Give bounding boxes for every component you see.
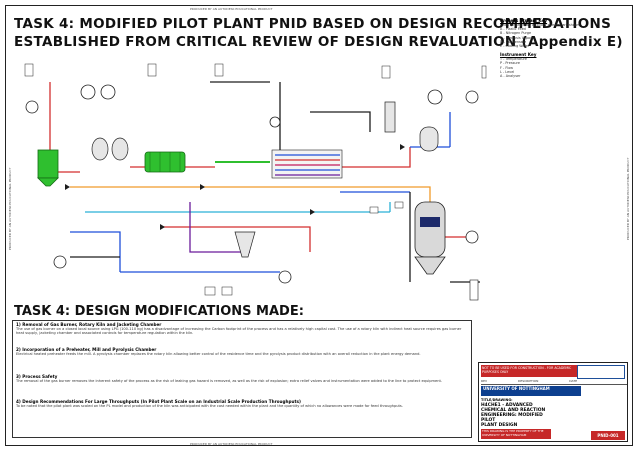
project-label: TITLE/DRAWING:: [481, 398, 513, 402]
legend-item: L - Level: [500, 69, 515, 74]
autodesk-note-top: PRODUCED BY AN AUTODESK EDUCATIONAL PROD…: [190, 7, 273, 11]
modification-heading: 3) Process Safety: [16, 374, 58, 379]
legend-item: E - Cooling Water: [500, 44, 530, 49]
legend-item: A - Analyser: [500, 74, 521, 79]
instrument-tags: [24, 63, 487, 296]
legend-item: A - Plastic Feed: [500, 27, 526, 32]
modification-2: 2) Incorporation of a Preheater, Mill an…: [16, 347, 468, 356]
valves: [65, 144, 405, 230]
pnid-diagram: [24, 63, 487, 301]
cyclone-separator: [234, 231, 256, 258]
modifications-box: [12, 320, 472, 438]
property-note: THIS DRAWING IS THE PROPERTY OF THE UNIV…: [481, 429, 551, 439]
heat-exchanger: [271, 149, 343, 179]
university-name: UNIVERSITY OF NOTTINGHAM: [481, 386, 581, 396]
legend-item: Lines for process / auxiliary streams ar…: [500, 23, 580, 27]
legend-item: T - Temperature: [500, 57, 527, 62]
autodesk-note-bottom: PRODUCED BY AN AUTODESK EDUCATIONAL PROD…: [190, 442, 273, 446]
rev-label: REV: [481, 379, 488, 383]
pyrolysis-chamber: [144, 151, 186, 173]
modification-text: The use of gas burner on a closed local …: [16, 327, 462, 335]
modification-1: 1) Removal of Gas Burner, Rotary Kiln an…: [16, 322, 468, 335]
legend-item: D - Condensate: [500, 39, 527, 44]
page-title-line2: ESTABLISHED FROM CRITICAL REVIEW OF DESI…: [14, 34, 623, 50]
modification-heading: 1) Removal of Gas Burner, Rotary Kiln an…: [16, 322, 162, 327]
distillation-column: [414, 201, 446, 275]
legend: Process Stream Key Lines for process / a…: [500, 14, 620, 114]
revision-header: REV DESCRIPTION DATE: [481, 379, 627, 385]
modification-heading: 2) Incorporation of a Preheater, Mill an…: [16, 347, 157, 352]
page-title-line1: TASK 4: MODIFIED PILOT PLANT PNID BASED …: [14, 16, 612, 32]
modification-4: 4) Design Recommendations For Large Thro…: [16, 399, 468, 408]
legend-item: B - Nitrogen Purge: [500, 31, 532, 36]
modifications-title: TASK 4: DESIGN MODIFICATIONS MADE:: [14, 304, 304, 319]
legend-item: F - Flow: [500, 65, 514, 70]
legend-title-instruments: Instrument Key: [500, 52, 537, 58]
project-line: H4CHE1 - ADVANCED: [481, 403, 533, 408]
modification-heading: 4) Design Recommendations For Large Thro…: [16, 399, 301, 404]
university-logo: [577, 365, 625, 379]
pumps: [25, 84, 479, 284]
modification-3: 3) Process Safety The removal of the gas…: [16, 374, 468, 383]
modification-text: Electrical heated preheater feeds the mi…: [16, 352, 421, 356]
vessels: [91, 101, 439, 161]
process-lines: [49, 81, 480, 283]
feed-hopper: [37, 149, 59, 187]
construction-warning: NOT TO BE USED FOR CONSTRUCTION - FOR AC…: [481, 365, 577, 377]
project-title: TITLE/DRAWING: H4CHE1 - ADVANCED CHEMICA…: [481, 398, 551, 428]
project-line: PLANT DESIGN: [481, 423, 518, 428]
legend-item: P - Pressure: [500, 61, 520, 66]
project-line: CHEMICAL AND REACTION: [481, 408, 546, 413]
date-label: DATE: [569, 379, 578, 383]
legend-title-streams: Process Stream Key: [500, 18, 548, 23]
project-line: ENGINEERING: MODIFIED PILOT: [481, 413, 543, 423]
gas-cylinder: [469, 279, 479, 301]
drawing-number: PNID-001: [591, 431, 625, 440]
drawing-sheet: [5, 5, 633, 446]
description-label: DESCRIPTION: [518, 379, 539, 383]
title-block: NOT TO BE USED FOR CONSTRUCTION - FOR AC…: [478, 362, 628, 442]
autodesk-note-right: PRODUCED BY AN AUTODESK EDUCATIONAL PROD…: [626, 157, 630, 240]
modification-text: The removal of the gas burner removes th…: [16, 379, 443, 383]
legend-item: C - Pyrolysis Vapour: [500, 35, 534, 40]
modification-text: To be noted that the pilot plant was sca…: [16, 404, 403, 408]
